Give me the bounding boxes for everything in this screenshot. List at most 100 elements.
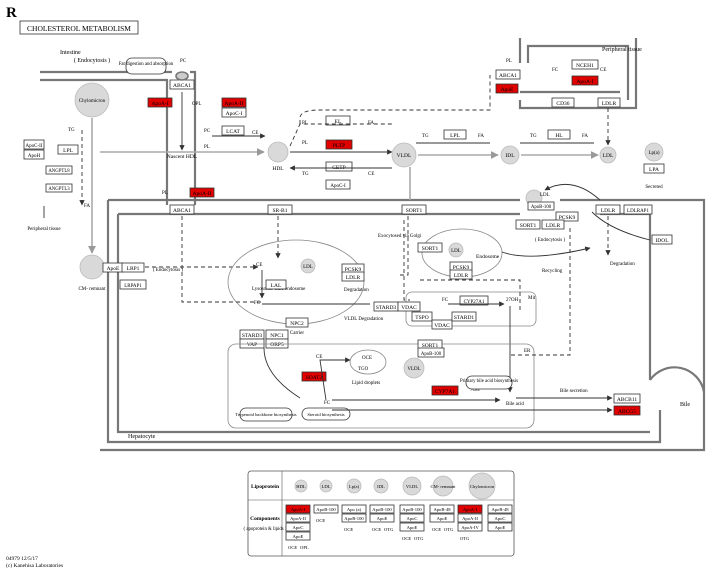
apoe-red-box[interactable] [495, 83, 519, 94]
sort1-hep-box[interactable] [401, 204, 427, 215]
legend-lipid-3-0: OCE [372, 527, 381, 532]
cyp7a1-box[interactable] [431, 385, 459, 396]
apob100-surface-box[interactable] [527, 201, 555, 211]
legend-component-label-5-0: ApoB-48 [433, 507, 451, 512]
ldl-particle[interactable] [599, 146, 617, 164]
legend-component-label-3-1: ApoE [377, 516, 388, 521]
lcat-box[interactable] [221, 125, 245, 136]
lpa-particle[interactable] [644, 142, 664, 162]
pl-label-3: PL [302, 141, 308, 146]
abcb11-box[interactable] [613, 393, 641, 404]
chylomicron-label: Chylomicron [79, 99, 106, 104]
ldl-endosome-particle[interactable] [448, 242, 464, 258]
cetp-box[interactable] [325, 161, 353, 172]
ldl-lysosome-particle[interactable] [300, 258, 316, 274]
hl-box[interactable] [547, 129, 571, 140]
apoc1-b-box[interactable] [325, 179, 351, 190]
el-box[interactable] [325, 115, 351, 126]
orp5-box[interactable] [265, 338, 289, 349]
ldlr-peripheral-label: LDLR [602, 101, 617, 107]
secreted-label: Secreted [645, 185, 663, 190]
ldlrap1-box[interactable] [623, 204, 653, 215]
srb1-box[interactable] [267, 204, 293, 215]
ldlr-surface-box[interactable] [541, 219, 565, 230]
sort1-golgi-box[interactable] [417, 242, 443, 253]
legend-lipid-2-0: OCE [344, 527, 353, 532]
pcsk9-lyso-label: PCSK9 [345, 267, 362, 273]
apoc1-box[interactable] [221, 107, 247, 118]
apoh-box[interactable] [23, 149, 45, 160]
apoa1-intestine-box[interactable] [147, 97, 173, 108]
vldl-particle[interactable] [391, 142, 417, 168]
abca1-hep-box[interactable] [169, 204, 195, 215]
lrp1-box[interactable] [121, 262, 145, 273]
vldl-er-particle[interactable] [403, 357, 425, 379]
npc2-box[interactable] [285, 317, 309, 328]
pcsk9-endo-label: PCSK9 [453, 265, 470, 271]
legend-component-box-4-0 [399, 504, 425, 514]
sort1-surface-box[interactable] [515, 219, 541, 230]
ldlr-peripheral-box[interactable] [597, 97, 621, 108]
apoc2-box[interactable] [23, 139, 45, 150]
tspo-box[interactable] [411, 311, 433, 322]
soat2-box[interactable] [301, 371, 327, 382]
cyp27a1-box[interactable] [459, 295, 489, 306]
legend-component-label-2-1: ApoB-100 [344, 516, 364, 521]
legend-component-label-4-0: ApoB-100 [402, 507, 422, 512]
legend-component-label-2-0: Apo (a) [347, 507, 362, 512]
apoa2-label: ApoA-II [225, 101, 244, 107]
legend-component-label-7-0: ApoB-48 [491, 507, 509, 512]
abcg5-box[interactable] [613, 405, 641, 416]
nceh1-box[interactable] [571, 59, 599, 70]
lpl-b-box[interactable] [443, 129, 467, 140]
cm-remnant-particle[interactable] [79, 254, 105, 280]
vap-box[interactable] [239, 338, 265, 349]
ldlr-hep-box[interactable] [595, 204, 621, 215]
fat-digestion-label: Fat digestion and absorption [119, 62, 174, 67]
legend-component-box-3-1 [369, 513, 395, 523]
apoa2-box[interactable] [221, 97, 247, 108]
ldl-lysosome-label: LDL [303, 265, 313, 270]
legend-particle-0 [294, 479, 308, 493]
lrpap1-box[interactable] [119, 279, 147, 290]
vdac-box[interactable] [397, 301, 421, 312]
apoa2-b-box[interactable] [189, 187, 215, 198]
ldlr-lyso-box[interactable] [341, 271, 365, 282]
hdl-particle[interactable] [267, 141, 289, 163]
lpl-intestine-box[interactable] [57, 144, 79, 155]
vdac-label: VDAC [401, 305, 417, 311]
pcsk9-surface-box[interactable] [555, 211, 579, 222]
idol-box[interactable] [651, 234, 673, 245]
legend-particle-2 [346, 478, 362, 494]
hl-label: HL [555, 133, 563, 139]
lipid-droplets-label: Lipid droplets [352, 381, 380, 386]
pltp-box[interactable] [325, 139, 353, 150]
idl-particle[interactable] [500, 145, 520, 165]
apoe-red-label: ApoE [501, 87, 514, 93]
vdac-b-box[interactable] [431, 319, 453, 330]
tg-label-2: TG [302, 172, 309, 177]
legend-component-label-7-1: ApoC [495, 516, 506, 521]
angptl3-box[interactable] [45, 183, 73, 193]
lal-box[interactable] [265, 279, 287, 290]
apoa1-red-2-box[interactable] [571, 75, 599, 86]
abca1-peripheral-box[interactable] [495, 69, 521, 80]
pl-label-5: PL [506, 59, 512, 64]
legend-component-label-0-3: ApoE [293, 534, 304, 539]
cd36-box[interactable] [551, 97, 575, 108]
exocytosis-golgi-label: Exocytosed via Golgi [378, 234, 422, 239]
apob100-er-box[interactable] [417, 347, 445, 358]
stard1-box[interactable] [451, 311, 477, 322]
fat-digestion-box [125, 57, 167, 75]
pl-label-2: PL [302, 121, 308, 126]
angptl8-box[interactable] [45, 165, 73, 175]
ldlr-endo-box[interactable] [449, 269, 473, 280]
lpa-gene-box[interactable] [643, 163, 665, 174]
pcsk9-surface-label: PCSK9 [559, 215, 576, 221]
legend-lipid-4-1: OTG [414, 536, 424, 541]
legend-component-label-3-0: ApoB-100 [372, 507, 392, 512]
chylomicron-particle[interactable] [74, 82, 110, 118]
legend-component-box-6-1 [457, 513, 483, 523]
legend-component-box-2-1 [341, 513, 367, 523]
